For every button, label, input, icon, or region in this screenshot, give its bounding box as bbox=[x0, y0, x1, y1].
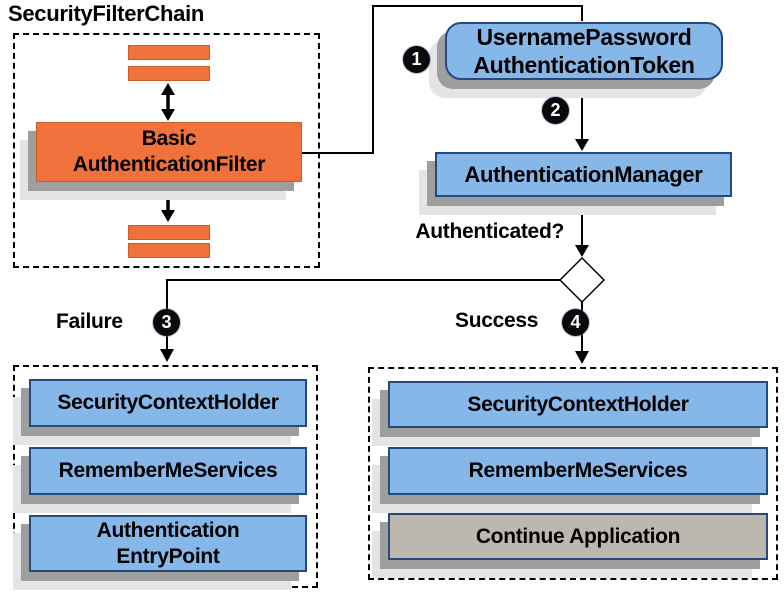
authenticated-question-label: Authenticated? bbox=[415, 220, 564, 243]
basic-authentication-filter-line2: AuthenticationFilter bbox=[72, 153, 266, 176]
basic-authentication-filter-node: Basic AuthenticationFilter bbox=[36, 122, 302, 182]
authentication-entry-point-line2: EntryPoint bbox=[116, 544, 220, 568]
arrowhead-success bbox=[575, 351, 589, 364]
token-line1: UsernamePassword bbox=[476, 24, 692, 50]
arrowhead-failure bbox=[160, 349, 174, 362]
arrowhead-decision bbox=[575, 245, 589, 257]
continue-application-label: Continue Application bbox=[475, 524, 681, 548]
filter-stub-bar-4 bbox=[128, 243, 210, 258]
token-line2: AuthenticationToken bbox=[473, 52, 695, 78]
success-branch-label: Success bbox=[455, 309, 539, 332]
success-security-context-holder-node: SecurityContextHolder bbox=[388, 381, 768, 428]
success-panel-container bbox=[368, 367, 778, 580]
continue-application-node: Continue Application bbox=[388, 513, 768, 560]
filter-stub-bar-3 bbox=[128, 225, 210, 240]
failure-remember-me-services-label: RememberMeServices bbox=[58, 459, 278, 482]
failure-remember-me-services-node: RememberMeServices bbox=[29, 447, 307, 495]
failure-security-context-holder-node: SecurityContextHolder bbox=[29, 379, 307, 427]
step-4-badge: 4 bbox=[562, 309, 589, 336]
authentication-manager-label: AuthenticationManager bbox=[464, 161, 703, 187]
step-2-badge: 2 bbox=[542, 97, 569, 124]
filter-stub-bar-2 bbox=[128, 66, 210, 81]
security-filter-chain-title: SecurityFilterChain bbox=[8, 1, 205, 26]
username-password-authentication-token-node: UsernamePassword AuthenticationToken bbox=[445, 22, 723, 80]
decision-diamond bbox=[558, 256, 606, 304]
success-security-context-holder-label: SecurityContextHolder bbox=[467, 392, 689, 416]
authentication-entry-point-node: Authentication EntryPoint bbox=[29, 515, 307, 572]
authentication-manager-node: AuthenticationManager bbox=[435, 152, 732, 197]
basic-authentication-filter-line1: Basic bbox=[141, 127, 197, 150]
success-remember-me-services-node: RememberMeServices bbox=[388, 447, 768, 495]
failure-security-context-holder-label: SecurityContextHolder bbox=[57, 391, 279, 414]
step-1-badge: 1 bbox=[403, 46, 430, 73]
arrowhead-manager bbox=[575, 139, 589, 151]
success-remember-me-services-label: RememberMeServices bbox=[468, 459, 688, 482]
authentication-entry-point-line1: Authentication bbox=[96, 518, 240, 542]
failure-branch-label: Failure bbox=[56, 310, 123, 333]
failure-panel-container bbox=[13, 365, 318, 588]
filter-stub-bar-1 bbox=[128, 45, 210, 60]
step-3-badge: 3 bbox=[153, 309, 180, 336]
